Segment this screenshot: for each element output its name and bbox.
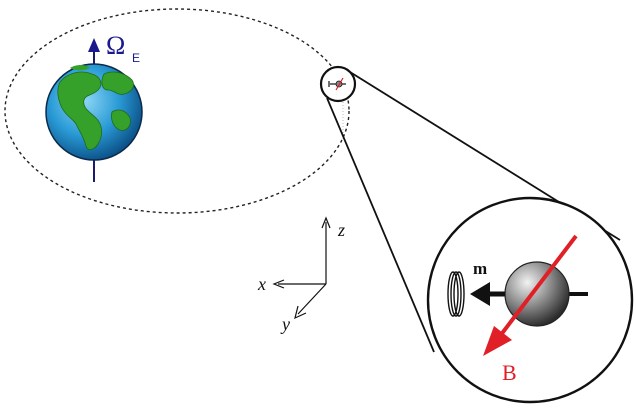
zoom-line-lower bbox=[326, 97, 435, 353]
moment-label: m bbox=[473, 259, 487, 278]
rotation-arrow-icon bbox=[88, 38, 100, 52]
field-arrow-icon bbox=[483, 326, 512, 356]
omega-subscript: E bbox=[132, 51, 140, 65]
omega-label: Ω bbox=[106, 31, 125, 60]
orbit-path bbox=[4, 8, 350, 214]
axis-y-label: y bbox=[280, 314, 290, 334]
coordinate-axes bbox=[272, 216, 331, 320]
field-line bbox=[498, 234, 578, 338]
moment-arrow-icon bbox=[470, 282, 490, 306]
earth-globe-icon bbox=[45, 63, 143, 161]
coil-sensor-icon bbox=[447, 271, 465, 317]
axis-z-label: z bbox=[337, 220, 345, 240]
field-label: B bbox=[502, 360, 517, 385]
axis-x-label: x bbox=[257, 274, 266, 294]
satellite-marker bbox=[319, 65, 357, 103]
